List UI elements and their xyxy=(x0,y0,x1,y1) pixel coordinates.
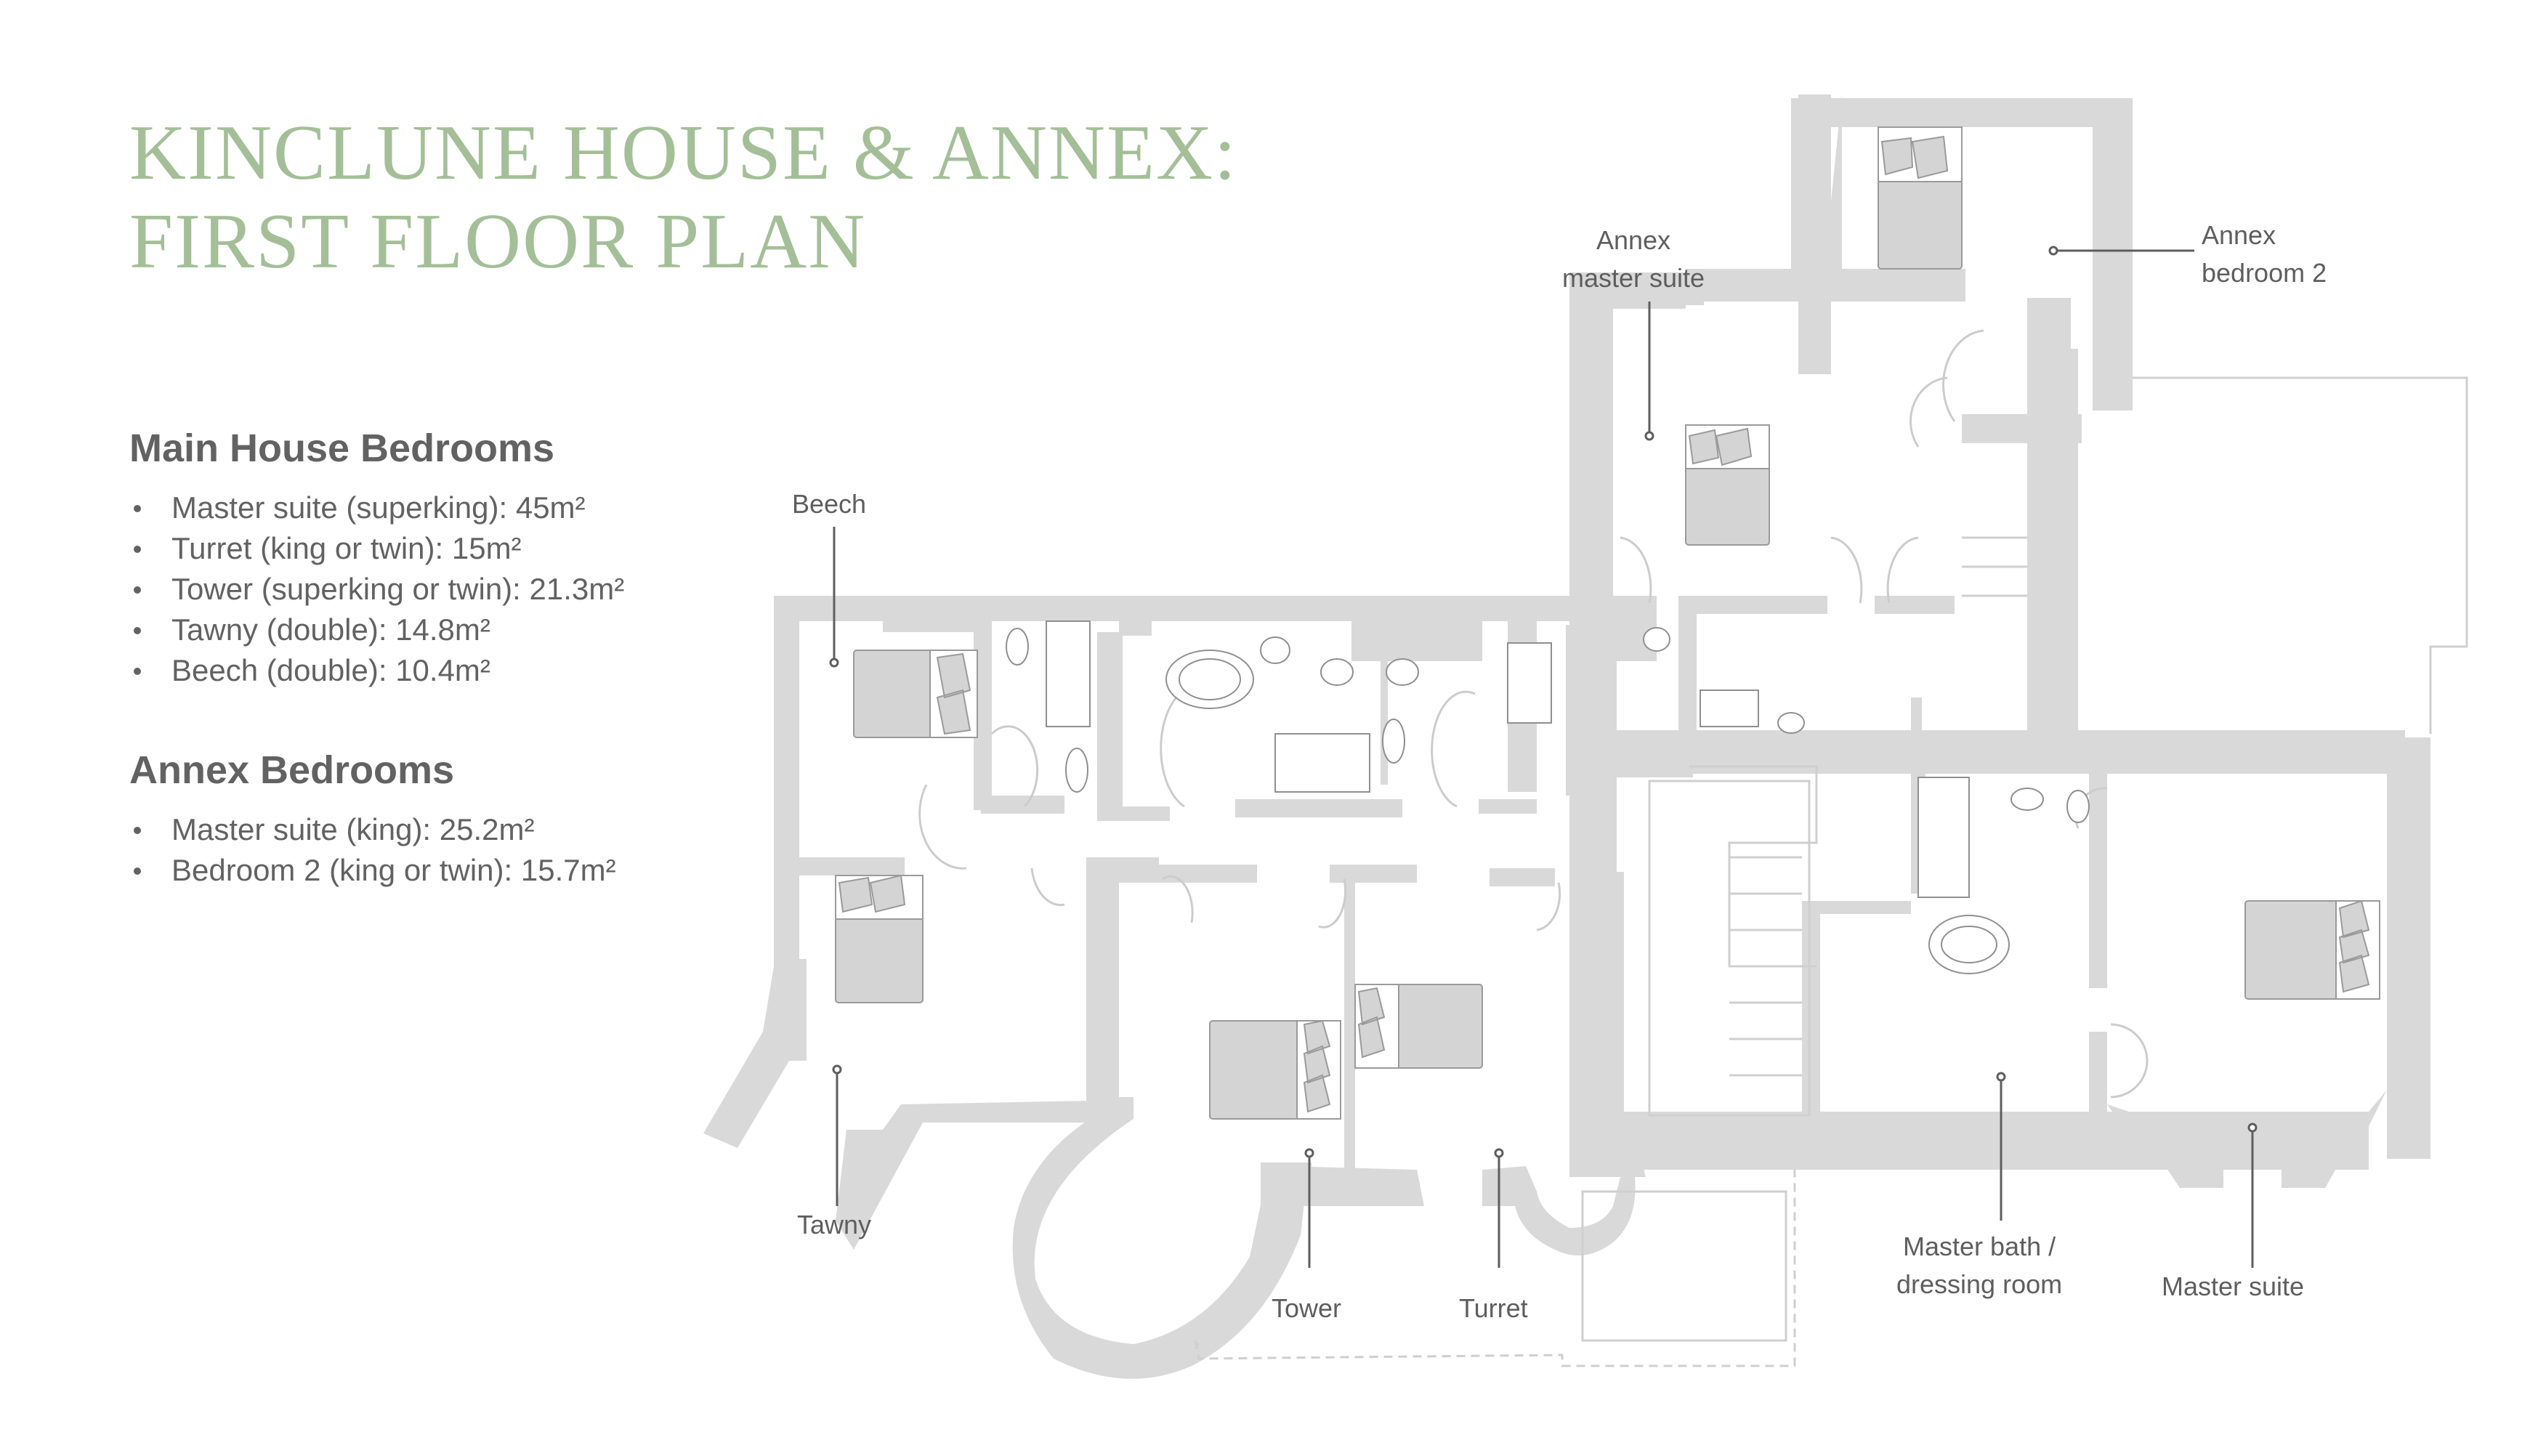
bed-icon xyxy=(853,650,978,738)
bed-icon xyxy=(1209,1019,1341,1120)
bed-icon xyxy=(1878,126,1963,270)
label-beech: Beech xyxy=(792,489,867,519)
annex-heading: Annex Bedrooms xyxy=(129,748,455,792)
sink-icon xyxy=(1382,719,1405,764)
page-title: Kinclune House & Annex: First Floor Plan xyxy=(129,109,1237,286)
shower-icon xyxy=(1507,642,1552,724)
list-item: Master suite (superking): 45m² xyxy=(133,488,624,528)
outlines xyxy=(1194,376,2468,1367)
toilet-icon xyxy=(1643,627,1670,652)
leader-lines xyxy=(829,246,2258,1268)
toilet-icon xyxy=(1386,658,1419,686)
sink-icon xyxy=(2010,788,2044,811)
annex-list: Master suite (king): 25.2m² Bedroom 2 (k… xyxy=(129,809,616,891)
toilet-icon xyxy=(1320,658,1354,686)
title-line-2: First Floor Plan xyxy=(129,198,867,285)
sink-icon xyxy=(1260,636,1290,664)
label-tawny: Tawny xyxy=(797,1210,872,1239)
label-tower: Tower xyxy=(1272,1293,1342,1323)
toilet-icon xyxy=(2066,790,2090,823)
main-house-bedrooms-section: Main House Bedrooms Master suite (superk… xyxy=(129,425,624,691)
bed-icon xyxy=(1354,984,1483,1069)
bathroom-fixtures xyxy=(1006,620,2090,974)
sink-icon xyxy=(1777,712,1805,734)
toilet-icon xyxy=(1006,628,1029,666)
beds xyxy=(835,126,2380,1120)
walls xyxy=(703,94,2430,1379)
list-item: Tower (superking or twin): 21.3m² xyxy=(133,569,624,610)
bidet-icon xyxy=(1065,748,1088,793)
shower-icon xyxy=(1700,689,1759,727)
list-item: Beech (double): 10.4m² xyxy=(133,650,624,691)
bed-icon xyxy=(1685,424,1770,546)
shower-icon xyxy=(1274,733,1370,793)
label-master-suite: Master suite xyxy=(2162,1271,2305,1301)
label-annex-bedroom-2: Annex bedroom 2 xyxy=(2202,220,2327,288)
bed-icon xyxy=(835,874,924,1003)
list-item: Master suite (king): 25.2m² xyxy=(134,809,616,850)
main-house-list: Master suite (superking): 45m² Turret (k… xyxy=(129,488,624,691)
label-master-bath: Master bath / dressing room xyxy=(1896,1231,2063,1299)
label-turret: Turret xyxy=(1459,1293,1528,1323)
main-house-heading: Main House Bedrooms xyxy=(129,426,555,470)
title-line-1: Kinclune House & Annex: xyxy=(129,110,1237,196)
shower-icon xyxy=(1917,777,1970,898)
label-annex-master-suite: Annex master suite xyxy=(1562,225,1705,293)
annex-bedrooms-section: Annex Bedrooms Master suite (king): 25.2… xyxy=(129,747,616,891)
bed-icon xyxy=(2244,899,2380,1000)
list-item: Tawny (double): 14.8m² xyxy=(133,610,624,650)
list-item: Bedroom 2 (king or twin): 15.7m² xyxy=(134,850,616,891)
list-item: Turret (king or twin): 15m² xyxy=(133,528,624,569)
bath-icon xyxy=(1046,620,1091,727)
